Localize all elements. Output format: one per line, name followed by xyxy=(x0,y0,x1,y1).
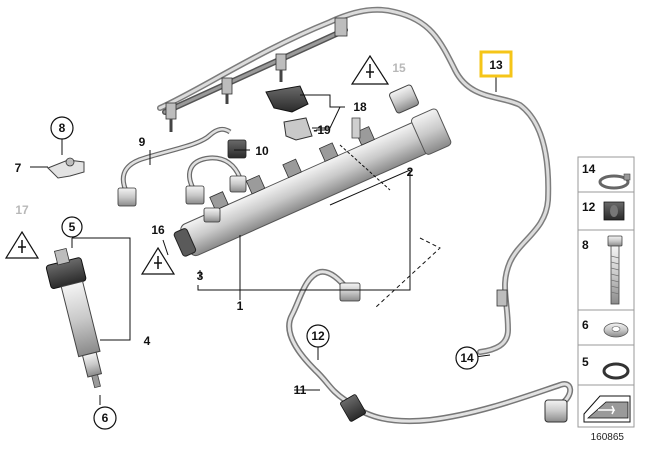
legend-row-6[interactable]: 6 xyxy=(582,318,629,338)
injector-4 xyxy=(45,247,103,389)
clamp-7 xyxy=(47,157,85,179)
legend-num-6: 6 xyxy=(582,318,589,332)
washer-icon xyxy=(603,322,629,338)
callout-17[interactable]: 17 xyxy=(15,203,29,217)
callout-7[interactable]: 7 xyxy=(15,161,22,175)
callout-10[interactable]: 10 xyxy=(255,144,269,158)
legend-row-5[interactable]: 5 xyxy=(582,355,630,380)
warning-triangle-16 xyxy=(140,246,176,275)
legend-row-group[interactable] xyxy=(583,395,631,423)
callout-14[interactable]: 14 xyxy=(460,351,474,365)
warning-triangle-15 xyxy=(350,54,390,85)
callout-6[interactable]: 6 xyxy=(102,411,109,425)
fuel-rail-1 xyxy=(173,84,452,257)
callout-circle-12 xyxy=(306,324,330,348)
legend-num-5: 5 xyxy=(582,355,589,369)
highlight-frame-13 xyxy=(479,50,513,78)
callout-2[interactable]: 2 xyxy=(407,165,414,179)
callout-1[interactable]: 1 xyxy=(237,299,244,313)
legend-row-8[interactable]: 8 xyxy=(582,235,623,305)
holders-18-19 xyxy=(265,85,313,141)
callout-circle-14 xyxy=(455,346,479,370)
callout-18[interactable]: 18 xyxy=(353,100,367,114)
legend-num-12: 12 xyxy=(582,200,596,214)
legend-row-14[interactable]: 14 xyxy=(582,162,631,190)
callout-8[interactable]: 8 xyxy=(59,121,66,135)
injector-pipes xyxy=(117,126,247,223)
callout-9[interactable]: 9 xyxy=(139,135,146,149)
part-group-arrow-icon xyxy=(583,395,631,423)
callout-4[interactable]: 4 xyxy=(144,334,151,348)
callout-circle-8 xyxy=(50,116,74,140)
callout-11[interactable]: 11 xyxy=(294,383,307,397)
callout-16[interactable]: 16 xyxy=(151,223,165,237)
callout-13[interactable]: 13 xyxy=(489,58,503,72)
callout-3[interactable]: 3 xyxy=(197,269,204,283)
diagram-id: 160865 xyxy=(591,432,625,443)
return-line-13 xyxy=(157,6,552,355)
callout-19[interactable]: -19 xyxy=(313,123,331,137)
bolt-icon xyxy=(607,235,623,305)
grommet-icon xyxy=(603,201,625,221)
legend-row-12[interactable]: 12 xyxy=(582,200,625,221)
hose-clamp-icon xyxy=(598,173,631,190)
callout-circle-6 xyxy=(93,406,117,430)
leader-lines xyxy=(30,70,497,405)
legend-num-14: 14 xyxy=(582,162,596,176)
o-ring-icon xyxy=(602,362,630,380)
legend-num-8: 8 xyxy=(582,238,589,252)
callout-circle-5 xyxy=(61,216,83,238)
callout-5[interactable]: 5 xyxy=(69,220,76,234)
feed-line-11 xyxy=(286,268,574,424)
warning-triangle-17 xyxy=(4,230,40,259)
callout-12[interactable]: 12 xyxy=(311,329,325,343)
callout-15[interactable]: 15 xyxy=(392,61,406,75)
parts-legend: 14 12 8 6 xyxy=(577,156,635,428)
